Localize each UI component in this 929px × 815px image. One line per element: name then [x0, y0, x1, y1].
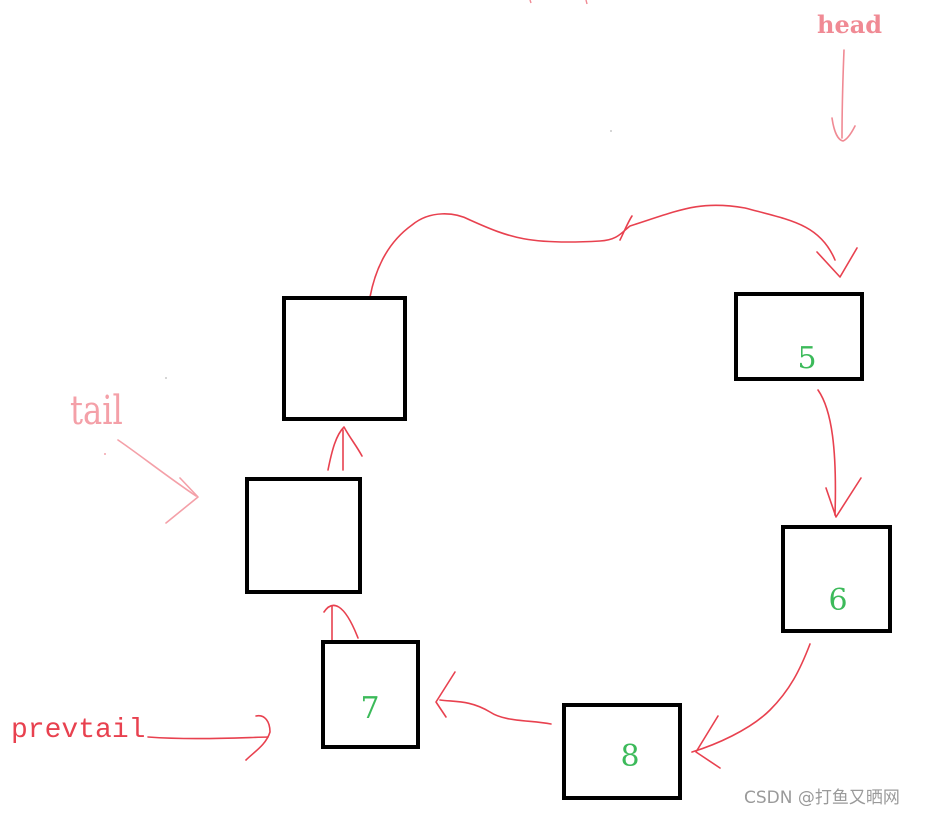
node-empty-top [282, 296, 407, 421]
node-5: 5 [734, 292, 864, 381]
node-7-value: 7 [360, 691, 379, 726]
arrow-node-8-to-node-7 [435, 671, 552, 725]
watermark: CSDN @打鱼又晒网 [744, 788, 900, 808]
arrow-tip [816, 247, 858, 278]
prevtail-label: prevtail [11, 715, 145, 746]
node-7: 7 [321, 640, 420, 749]
tail-pointer-arrow [117, 439, 199, 524]
arrow-curve [369, 204, 836, 298]
node-empty-mid [245, 477, 362, 594]
tail-label: tail [70, 387, 123, 434]
arrow-node-7-to-empty-mid [323, 604, 359, 641]
prevtail-pointer-arrow [147, 714, 271, 761]
arrow-node-5-to-node-6 [817, 389, 862, 518]
node-5-value: 5 [797, 341, 816, 376]
node-8-value: 8 [620, 739, 639, 774]
arrow-empty-top-to-node-5 [369, 204, 858, 298]
arrow-empty-mid-to-empty-top [327, 426, 363, 471]
head-pointer-arrow [831, 49, 856, 142]
node-6-value: 6 [828, 583, 847, 618]
stray-marks [104, 0, 612, 455]
node-8: 8 [562, 703, 682, 800]
head-label: head [817, 10, 882, 39]
arrow-node-6-to-node-8 [691, 643, 811, 769]
node-6: 6 [781, 525, 892, 633]
